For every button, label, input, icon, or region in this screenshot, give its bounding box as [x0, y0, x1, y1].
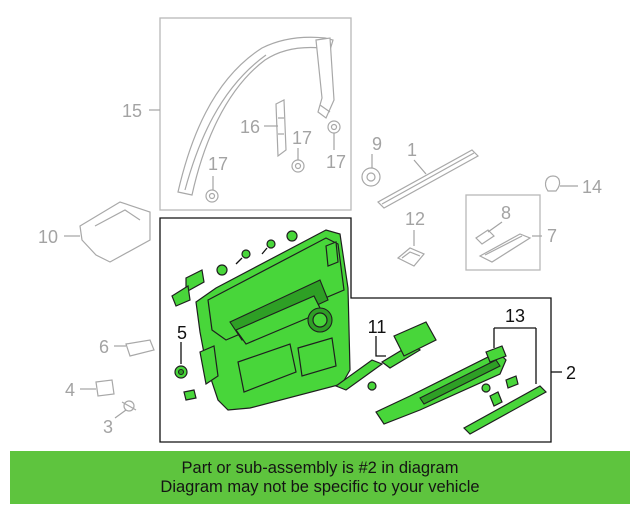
notice-line-1: Part or sub-assembly is #2 in diagram [181, 459, 459, 477]
callout-2: 2 [566, 363, 576, 383]
callout-5: 5 [177, 323, 187, 343]
fastener-5 [174, 365, 188, 379]
switch-4 [95, 379, 115, 397]
callout-17c: 17 [326, 152, 346, 172]
window-frame-moulding [177, 36, 335, 196]
armrest-bracket-11 [334, 321, 437, 391]
callout-17a: 17 [208, 154, 228, 174]
screw-set-top [216, 230, 298, 276]
bracket-10 [79, 201, 151, 263]
lamp-lens-12 [396, 247, 425, 267]
callout-7: 7 [547, 226, 557, 246]
speaker-grille-9 [361, 167, 381, 187]
trim-panel-group-box [159, 217, 552, 443]
leader-13 [493, 327, 537, 384]
leader-11 [375, 336, 386, 357]
handle-cap-8 [475, 229, 495, 245]
callout-17b: 17 [292, 128, 312, 148]
trim-clip-16 [275, 99, 287, 158]
callout-6: 6 [99, 337, 109, 357]
callout-8: 8 [501, 203, 511, 223]
callout-12: 12 [405, 209, 425, 229]
switch-bezel-6 [125, 339, 155, 357]
trim-group-box [159, 17, 352, 211]
callout-16: 16 [240, 117, 260, 137]
clip-14 [544, 175, 561, 192]
callout-15: 15 [122, 101, 142, 121]
leader-8 [487, 221, 503, 233]
callout-13: 13 [505, 306, 525, 326]
callout-1: 1 [407, 140, 417, 160]
leader-3 [114, 409, 127, 419]
pull-handle-7 [478, 233, 532, 263]
callout-11: 11 [368, 317, 387, 337]
callout-3: 3 [103, 417, 113, 437]
callout-9: 9 [372, 134, 382, 154]
callout-10: 10 [38, 227, 58, 247]
clip-lower [183, 389, 197, 401]
fastener-17a [205, 189, 219, 203]
fastener-17c [327, 120, 341, 134]
pull-handle-group-box [465, 194, 541, 271]
leader-1 [413, 159, 427, 175]
callout-14: 14 [582, 177, 602, 197]
fastener-17b [291, 159, 305, 173]
diagram-notice-banner: Part or sub-assembly is #2 in diagram Di… [10, 451, 630, 504]
callout-4: 4 [65, 380, 75, 400]
door-trim-panel [171, 229, 351, 411]
armrest-13 [375, 345, 547, 435]
belt-moulding-1 [377, 149, 479, 209]
notice-line-2: Diagram may not be specific to your vehi… [160, 478, 480, 496]
screw-3 [121, 400, 137, 412]
